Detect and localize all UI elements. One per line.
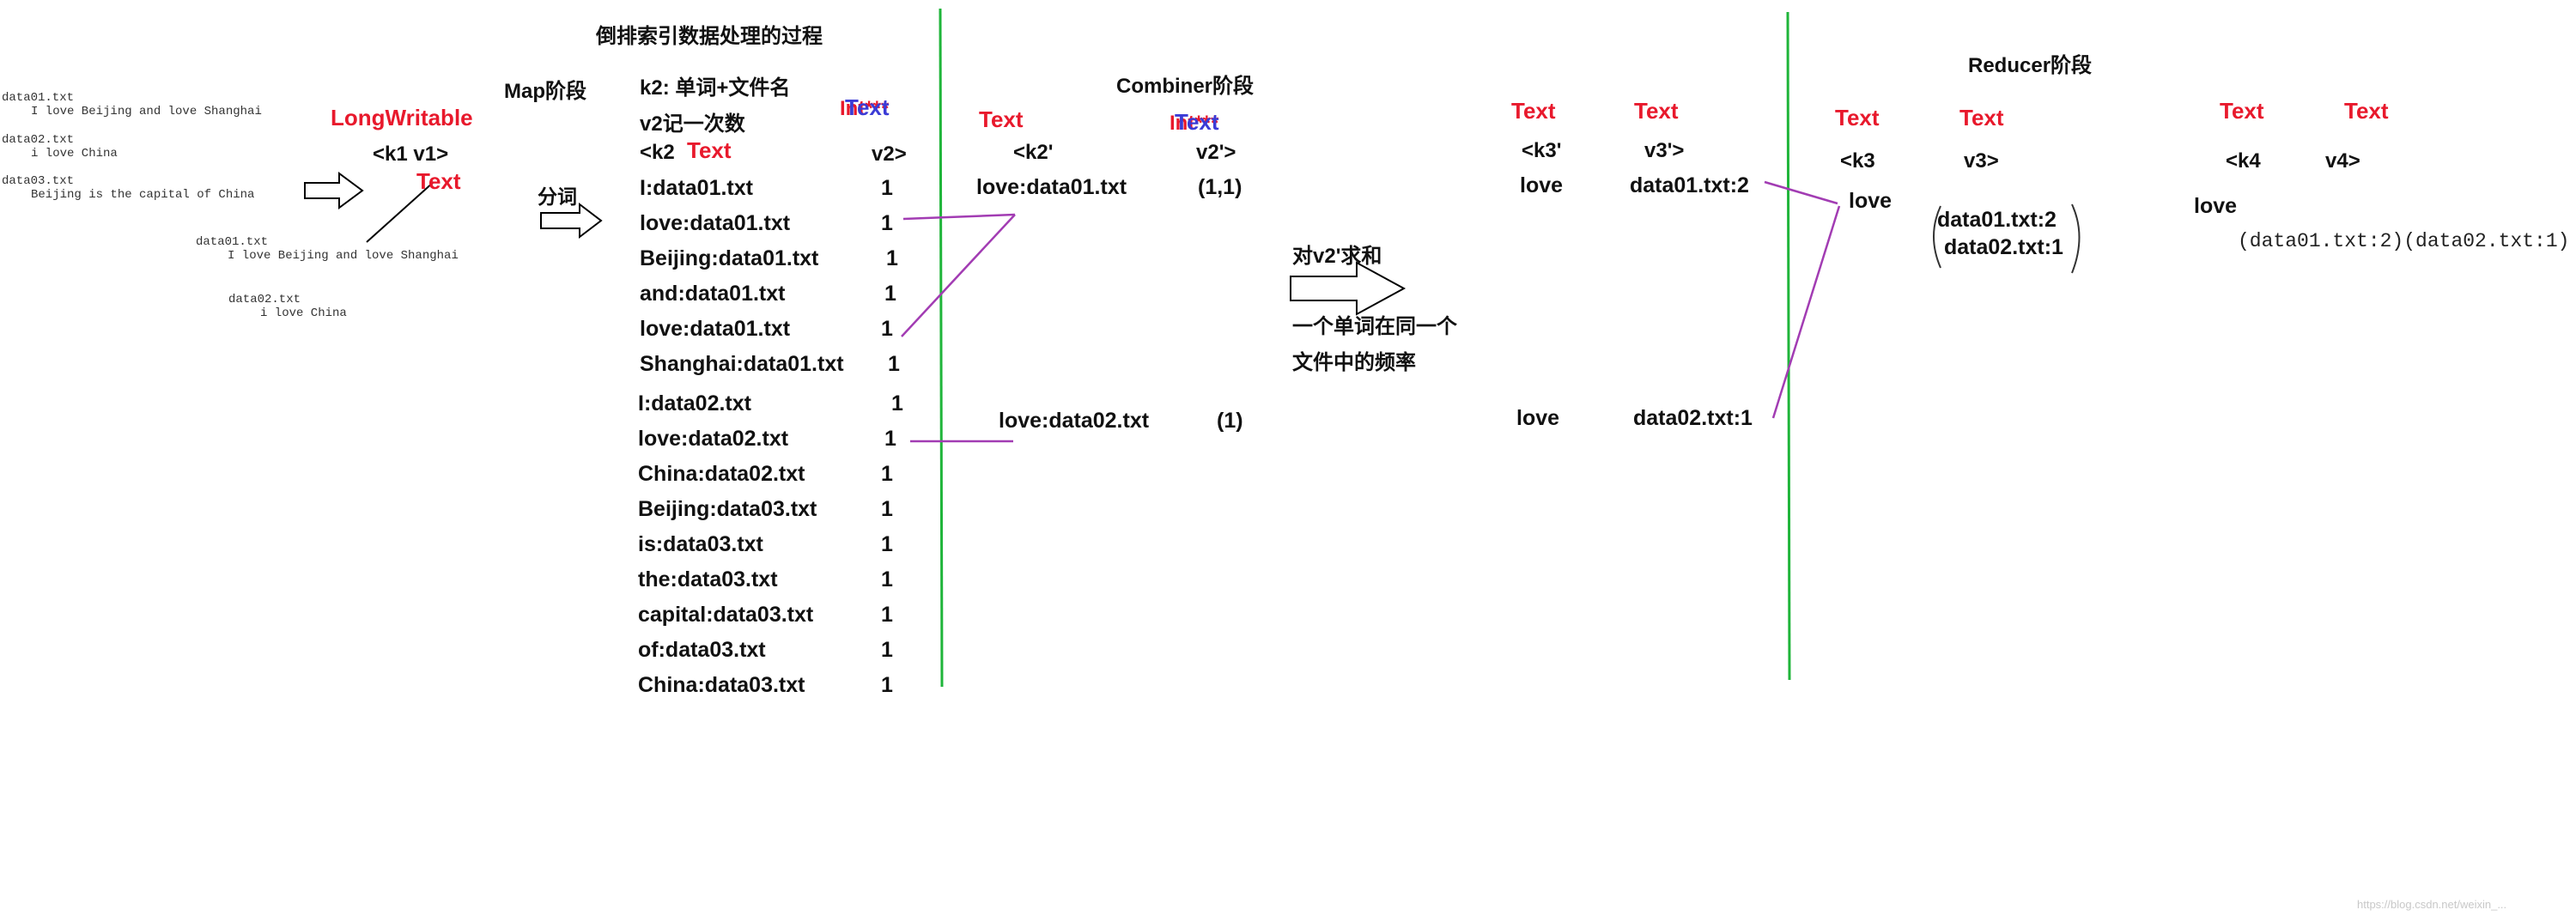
k2-type-label: Text (687, 137, 732, 163)
v3-type-label: Text (1959, 105, 2004, 130)
combiner-out-value: data02.txt:1 (1633, 406, 1753, 430)
input-file-content: i love China (31, 147, 118, 161)
reduce-line-1 (1764, 180, 1838, 205)
map-note-k2: k2: 单词+文件名 (640, 76, 791, 100)
watermark: https://blog.csdn.net/weixin_... (2357, 898, 2507, 911)
diagram-title: 倒排索引数据处理的过程 (596, 25, 823, 48)
map-row-value: 1 (881, 673, 893, 697)
arrow-combiner (1290, 261, 1406, 316)
input-file-content: Beijing is the capital of China (31, 188, 255, 202)
reducer-output-key: love (2194, 194, 2238, 218)
combiner-note-sum: 对v2'求和 (1292, 245, 1382, 268)
map-row-key: Beijing:data03.txt (638, 497, 817, 521)
map-row-key: I:data01.txt (640, 176, 753, 200)
k1-type-label: LongWritable (331, 105, 473, 130)
split-label: 分词 (538, 185, 577, 208)
reducer-stage-title: Reducer阶段 (1968, 54, 2093, 77)
map-row-key: of:data03.txt (638, 638, 766, 662)
k2p-label: <k2' (1013, 141, 1054, 164)
v1-type-label: Text (416, 168, 461, 194)
input-file-name: data01.txt (2, 91, 75, 105)
map-row-key: love:data01.txt (640, 317, 791, 341)
k3p-label: <k3' (1522, 139, 1562, 162)
combiner-stage-title: Combiner阶段 (1116, 75, 1255, 98)
input-file-name: data02.txt (2, 133, 75, 147)
map-row-value: 1 (881, 462, 893, 486)
v4-label: v4> (2325, 149, 2360, 173)
map-row-value: 1 (881, 603, 893, 627)
map-row-value: 1 (881, 317, 893, 341)
map-row-key: I:data02.txt (638, 391, 751, 416)
v2-type-label: Text (845, 94, 890, 120)
map-row-key: is:data03.txt (638, 532, 763, 556)
k4-type-label: Text (2220, 98, 2264, 124)
map-row-key: the:data03.txt (638, 567, 778, 591)
map-row-key: and:data01.txt (640, 282, 786, 306)
v3-label: v3> (1964, 149, 1999, 173)
paren-right (2071, 203, 2081, 274)
combiner-row-value: (1,1) (1198, 175, 1242, 199)
k2p-type-label: Text (979, 106, 1024, 132)
input-file-content: I love Beijing and love Shanghai (31, 105, 262, 118)
reducer-key: love (1849, 189, 1893, 213)
map-row-key: love:data01.txt (640, 211, 791, 235)
map-row-value: 1 (881, 532, 893, 556)
k3-label: <k3 (1840, 149, 1875, 173)
map-note-v2: v2记一次数 (640, 112, 745, 136)
combiner-row-value: (1) (1217, 409, 1243, 433)
combiner-out-value: data01.txt:2 (1630, 173, 1749, 197)
map-row-key: China:data03.txt (638, 673, 805, 697)
combiner-out-key: love (1516, 406, 1560, 430)
divider-combiner-reducer (1786, 11, 1791, 681)
map-line-1 (902, 213, 1016, 221)
map-row-value: 1 (881, 176, 893, 200)
v2p-type-over-label: Int*** (1170, 112, 1219, 135)
example-file-name: data01.txt (196, 235, 269, 249)
reducer-output-value: (data01.txt:2)(data02.txt:1) (2238, 230, 2570, 252)
reducer-value: data01.txt:2 (1937, 208, 2057, 232)
map-stage-title: Map阶段 (504, 80, 586, 103)
combiner-row-key: love:data01.txt (976, 175, 1127, 199)
map-row-value: 1 (881, 567, 893, 591)
v2p-label: v2'> (1196, 141, 1236, 164)
combiner-row-key: love:data02.txt (999, 409, 1150, 433)
example-file-content: i love China (260, 306, 347, 320)
map-row-value: 1 (884, 427, 896, 451)
example-file-name: data02.txt (228, 293, 301, 306)
v3p-label: v3'> (1644, 139, 1685, 162)
map-row-value: 1 (884, 282, 896, 306)
v2-label: v2> (872, 143, 907, 166)
example-file-content: I love Beijing and love Shanghai (228, 249, 459, 263)
map-row-key: capital:data03.txt (638, 603, 814, 627)
map-row-key: Beijing:data01.txt (640, 246, 819, 270)
map-row-value: 1 (881, 211, 893, 235)
reduce-line-2 (1771, 205, 1841, 419)
k3-type-label: Text (1835, 105, 1880, 130)
v2-type-over-label: Int*** (840, 97, 890, 120)
combiner-out-key: love (1520, 173, 1564, 197)
combiner-note-freq1: 一个单词在同一个 (1292, 315, 1457, 338)
map-row-value: 1 (881, 638, 893, 662)
input-file-name: data03.txt (2, 174, 75, 188)
reducer-value: data02.txt:1 (1944, 235, 2063, 259)
k2-label: <k2 (640, 141, 675, 164)
v4-type-label: Text (2344, 98, 2389, 124)
v3p-type-label: Text (1634, 98, 1679, 124)
combiner-note-freq2: 文件中的频率 (1292, 351, 1416, 374)
map-row-value: 1 (886, 246, 898, 270)
map-row-value: 1 (881, 497, 893, 521)
k3p-type-label: Text (1511, 98, 1556, 124)
k4-label: <k4 (2226, 149, 2261, 173)
map-row-key: Shanghai:data01.txt (640, 352, 844, 376)
map-row-value: 1 (891, 391, 903, 416)
k1v1-label: <k1 v1> (373, 143, 449, 166)
map-line-2 (901, 214, 1016, 337)
map-row-key: love:data02.txt (638, 427, 789, 451)
arrow-input (304, 172, 364, 209)
v2p-type-label: Text (1175, 109, 1219, 135)
divider-map-combiner (939, 8, 944, 688)
map-row-key: China:data02.txt (638, 462, 805, 486)
map-row-value: 1 (888, 352, 900, 376)
